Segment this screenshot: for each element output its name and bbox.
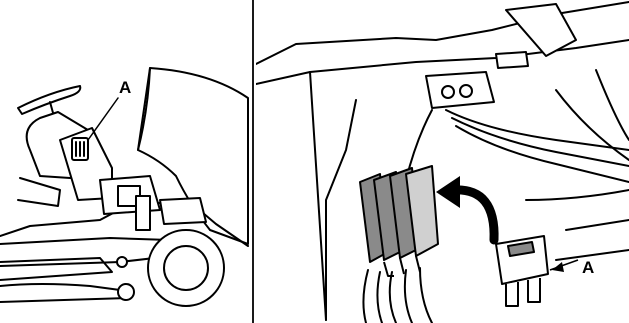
callout-a-right: A	[582, 258, 594, 278]
tractor-overview-panel	[0, 0, 252, 323]
curved-arrow-icon	[436, 176, 494, 240]
fuse-holder-block	[360, 166, 438, 276]
callout-a-left: A	[119, 78, 131, 98]
fuse-a	[496, 236, 578, 306]
panel-divider	[252, 0, 254, 323]
riding-mower-illustration	[0, 0, 252, 323]
fuse-holder-illustration	[256, 0, 629, 323]
fuse-detail-panel	[256, 0, 629, 323]
